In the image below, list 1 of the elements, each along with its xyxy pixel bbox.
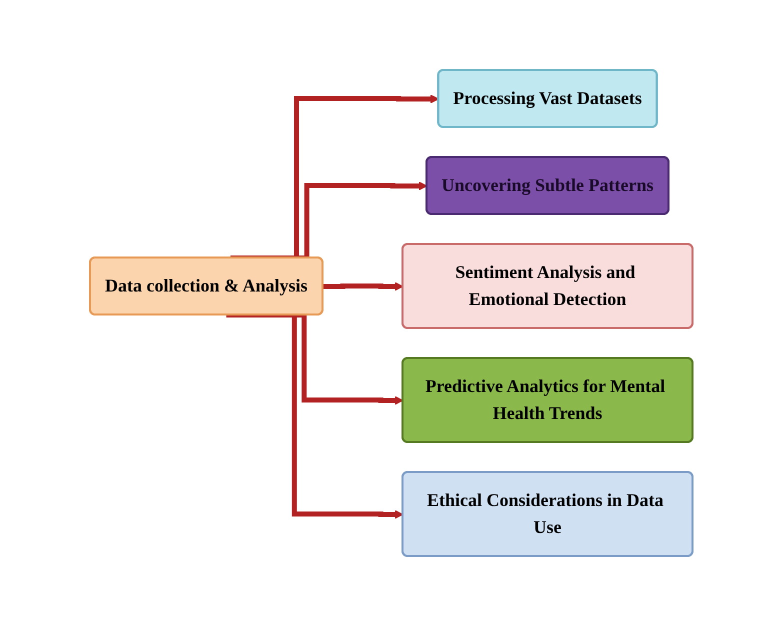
arrow bbox=[322, 282, 404, 290]
